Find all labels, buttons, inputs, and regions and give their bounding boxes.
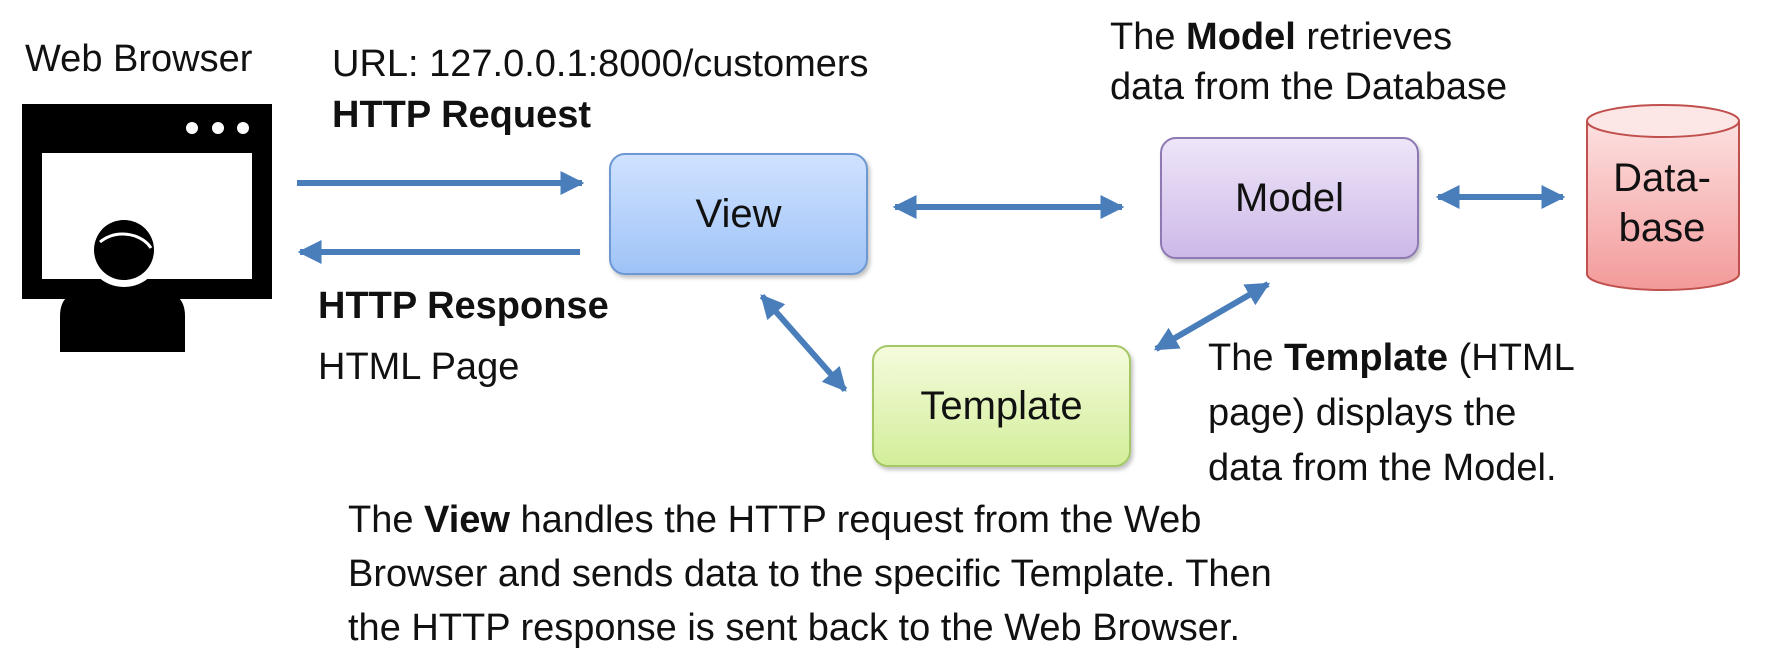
web-browser-icon [22,104,272,352]
template-note-post: (HTML [1448,337,1575,379]
template-label: Template [920,383,1083,428]
model-note: The Model retrieves data from the Databa… [1110,12,1507,112]
template-node: Template [872,345,1131,467]
database-label: Data- base [1587,153,1737,253]
database-label-line2: base [1618,206,1706,250]
template-note-pre: The [1208,337,1285,379]
model-label: Model [1235,175,1344,220]
database-label-line1: Data- [1613,156,1711,200]
request-url: URL: 127.0.0.1:8000/customers [332,43,869,85]
template-note: The Template (HTML page) displays the da… [1208,331,1575,496]
view-note-post: handles the HTTP request from the Web [509,499,1202,541]
view-label: View [695,191,782,236]
view-note: The View handles the HTTP request from t… [348,493,1272,655]
model-note-line2: data from the Database [1110,66,1508,108]
model-note-pre: The [1110,16,1187,58]
view-template-arrow [759,294,848,392]
model-note-post: retrieves [1295,16,1453,58]
template-note-line3: data from the Model. [1208,447,1557,489]
database-cylinder [1586,104,1740,291]
view-note-line2: Browser and sends data to the specific T… [348,553,1272,595]
http-response-label: HTTP Response [318,285,609,327]
template-model-arrow [1153,281,1271,352]
view-note-pre: The [348,499,425,541]
view-note-bold: View [424,499,510,541]
view-note-line3: the HTTP response is sent back to the We… [348,607,1241,649]
model-node: Model [1160,137,1419,259]
web-browser-label: Web Browser [25,38,253,80]
http-request-label: HTTP Request [332,94,592,136]
html-page-label: HTML Page [318,346,520,388]
model-note-bold: Model [1186,16,1296,58]
view-node: View [609,153,868,275]
template-note-bold: Template [1284,337,1449,379]
template-note-line2: page) displays the [1208,392,1517,434]
